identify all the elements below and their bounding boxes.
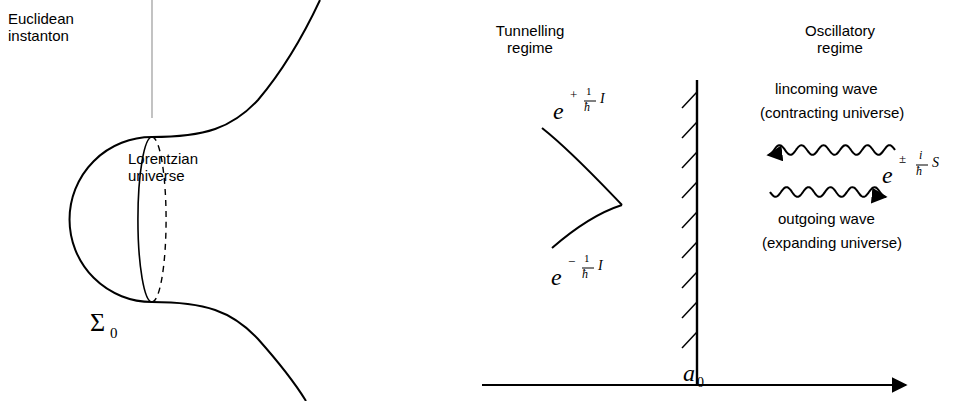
exponent-denominator: ħ	[584, 101, 590, 115]
exponential-base: e	[882, 162, 893, 190]
exponent-numerator: 1	[586, 85, 592, 98]
exponent-denominator: ħ	[916, 165, 922, 179]
exponent-numerator: 1	[584, 252, 590, 265]
lorentzian-lower	[152, 302, 306, 401]
wave-label: lincoming wave	[775, 80, 878, 97]
exponential-base: e	[551, 264, 562, 292]
growing-branch	[542, 128, 622, 205]
exponent-numerator: i	[919, 149, 922, 163]
subscript: 0	[697, 375, 704, 391]
wave-label: (contracting universe)	[760, 104, 904, 121]
region-label: Euclidean instanton	[8, 10, 98, 45]
exponent-symbol: I	[600, 91, 605, 107]
incoming-wave	[768, 145, 895, 155]
wave-label: outgoing wave	[778, 210, 875, 227]
outgoing-wave	[770, 187, 886, 197]
subscript: 0	[110, 325, 118, 342]
barrier-wall	[696, 80, 698, 386]
lorentzian-upper	[152, 0, 320, 137]
exponential-base: e	[553, 98, 564, 126]
regime-label: Tunnelling regime	[480, 22, 580, 57]
exponent-sign: ±	[899, 152, 906, 167]
exponent-sign: +	[570, 88, 577, 103]
wave-label: (expanding universe)	[762, 234, 902, 251]
axis-variable: a	[683, 360, 695, 388]
wall-hatching	[682, 92, 697, 348]
exponent-sign: −	[568, 255, 575, 270]
exponent-symbol: S	[932, 155, 939, 171]
decaying-branch	[552, 205, 622, 248]
exponent-symbol: I	[598, 258, 603, 274]
exponent-denominator: ħ	[582, 268, 588, 282]
regime-label: Oscillatory regime	[790, 22, 890, 57]
pointer-line	[151, 0, 152, 118]
region-label: Lorentzian universe	[128, 150, 218, 185]
boundary-symbol: Σ	[90, 308, 105, 338]
